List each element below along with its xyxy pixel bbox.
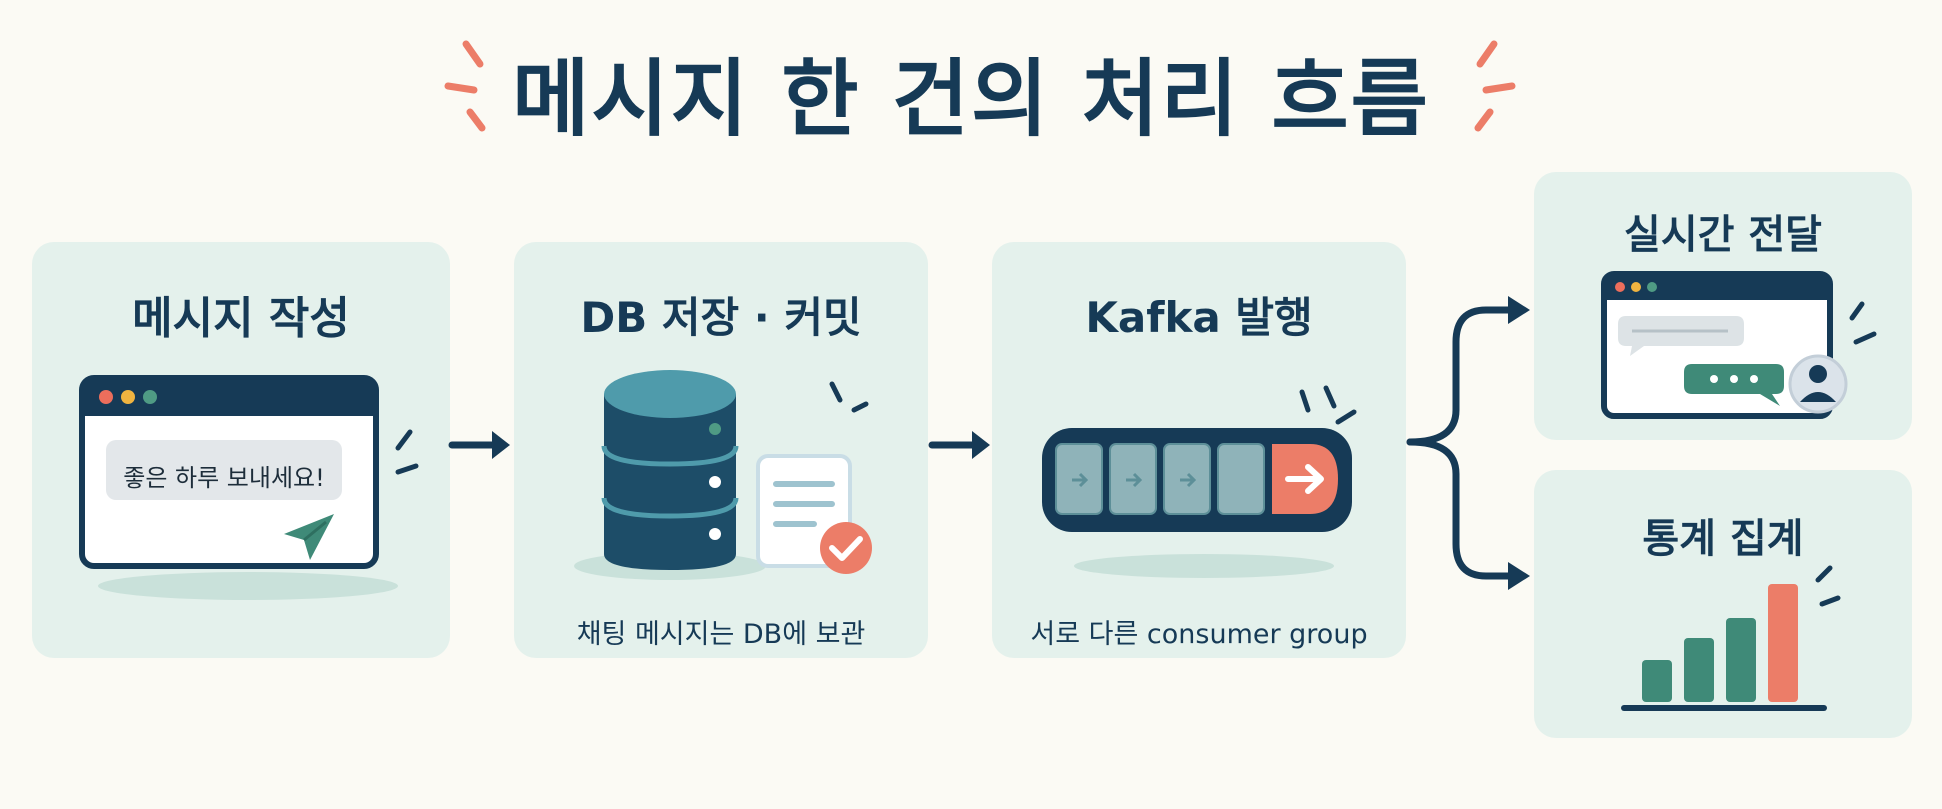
chat-window-illustration [1601,271,1877,419]
title-spark-left-icon [444,40,486,132]
arrow-right-icon [928,431,990,459]
composed-message-text: 좋은 하루 보내세요! [123,464,325,492]
database-illustration [574,370,872,580]
output-card-stats: 통계 집계 [1534,470,1912,738]
title-spark-right-icon [1474,40,1516,132]
diagram-title: 메시지 한 건의 처리 흐름 [512,50,1430,148]
output-card-realtime: 실시간 전달 [1534,172,1912,440]
arrow-right-icon [448,431,510,459]
output-title-realtime: 실시간 전달 [1624,212,1822,258]
step-card-compose: 메시지 작성 좋은 하루 보내세요! [32,242,450,658]
step-title-compose: 메시지 작성 [132,293,350,344]
chat-window-illustration [79,375,419,600]
step-card-kafka: Kafka 발행 서로 다른 consumer group [992,242,1406,658]
check-icon [820,522,872,574]
step-caption-db: 채팅 메시지는 DB에 보관 [576,619,866,650]
step-title-db: DB 저장 · 커밋 [580,293,862,342]
step-caption-kafka: 서로 다른 consumer group [1030,619,1368,650]
user-icon [1788,354,1848,414]
step-card-db: DB 저장 · 커밋 채팅 메시지는 DB에 보관 [514,242,928,658]
kafka-topic-illustration [1042,385,1357,578]
bar-chart-icon [1621,565,1841,711]
arrow-right-icon [1285,464,1324,494]
output-title-stats: 통계 집계 [1642,516,1804,562]
database-icon [604,394,736,570]
chat-icon [1618,316,1744,356]
step-title-kafka: Kafka 발행 [1085,293,1313,342]
branch-connector [1406,296,1530,590]
